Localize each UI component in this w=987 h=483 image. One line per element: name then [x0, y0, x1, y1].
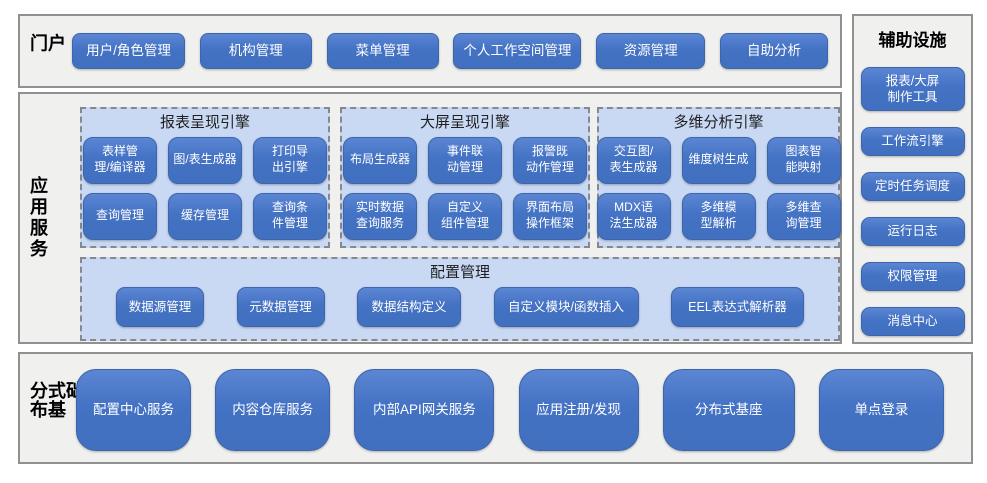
node-config-center-service[interactable]: 配置中心服务 [76, 369, 191, 451]
node-internal-api-gateway-service[interactable]: 内部API网关服务 [354, 369, 495, 451]
node-content-repository-service[interactable]: 内容仓库服务 [215, 369, 331, 451]
node-user-role-management[interactable]: 用户/角色管理 [72, 33, 185, 69]
node-custom-component-management[interactable]: 自定义组件管理 [428, 192, 502, 240]
node-multidim-query-management[interactable]: 多维查询管理 [766, 192, 841, 240]
node-run-log[interactable]: 运行日志 [860, 217, 965, 246]
node-cache-management[interactable]: 缓存管理 [168, 192, 242, 240]
node-alarm-action-management[interactable]: 报警既动作管理 [513, 136, 587, 184]
node-dimension-tree-generation[interactable]: 维度树生成 [681, 136, 756, 184]
config-row: 数据源管理 元数据管理 数据结构定义 自定义模块/函数插入 EEL表达式解析器 [116, 287, 804, 327]
node-personal-workspace-management[interactable]: 个人工作空间管理 [453, 33, 582, 69]
node-chart-smart-mapping[interactable]: 图表智能映射 [766, 136, 841, 184]
node-query-management[interactable]: 查询管理 [83, 192, 157, 240]
portal-row: 用户/角色管理 机构管理 菜单管理 个人工作空间管理 资源管理 自助分析 [72, 33, 828, 69]
node-workflow-engine[interactable]: 工作流引擎 [860, 127, 965, 156]
node-resource-management[interactable]: 资源管理 [596, 33, 706, 69]
app-services-section: 应用服务 报表呈现引擎 表样管理/编译器 图/表生成器 打印导出引擎 查询管理 … [18, 92, 842, 344]
node-scheduled-task-scheduling[interactable]: 定时任务调度 [860, 172, 965, 201]
node-eel-expression-parser[interactable]: EEL表达式解析器 [671, 287, 804, 327]
multidim-engine-grid: 交互图/表生成器 维度树生成 图表智能映射 MDX语法生成器 多维模型解析 多维… [596, 136, 841, 240]
dashboard-engine-grid: 布局生成器 事件联动管理 报警既动作管理 实时数据查询服务 自定义组件管理 界面… [342, 136, 588, 240]
node-permission-management[interactable]: 权限管理 [860, 262, 965, 291]
multidim-analysis-engine-panel: 多维分析引擎 交互图/表生成器 维度树生成 图表智能映射 MDX语法生成器 多维… [596, 107, 841, 248]
node-chart-table-generator[interactable]: 图/表生成器 [168, 136, 242, 184]
node-report-dashboard-authoring-tool[interactable]: 报表/大屏制作工具 [860, 67, 965, 111]
auxiliary-facilities-title: 辅助设施 [878, 31, 947, 50]
dashboard-rendering-engine-title: 大屏呈现引擎 [419, 114, 510, 131]
node-layout-generator[interactable]: 布局生成器 [343, 136, 417, 184]
node-interactive-chart-generator[interactable]: 交互图/表生成器 [596, 136, 671, 184]
auxiliary-facilities-section: 辅助设施 报表/大屏制作工具 工作流引擎 定时任务调度 运行日志 权限管理 消息… [852, 14, 973, 344]
node-multidim-model-parsing[interactable]: 多维模型解析 [681, 192, 756, 240]
node-metadata-management[interactable]: 元数据管理 [236, 287, 325, 327]
node-distributed-base[interactable]: 分布式基座 [662, 369, 795, 451]
app-services-section-label: 应用服务 [28, 176, 48, 260]
node-print-export-engine[interactable]: 打印导出引擎 [253, 136, 327, 184]
distributed-foundation-label: 分布式基础 [28, 381, 84, 419]
node-mdx-syntax-generator[interactable]: MDX语法生成器 [596, 192, 671, 240]
node-org-management[interactable]: 机构管理 [199, 33, 312, 69]
node-app-register-discovery[interactable]: 应用注册/发现 [518, 369, 639, 451]
report-rendering-engine-title: 报表呈现引擎 [159, 114, 250, 131]
node-single-sign-on[interactable]: 单点登录 [818, 369, 944, 451]
config-management-panel: 配置管理 数据源管理 元数据管理 数据结构定义 自定义模块/函数插入 EEL表达… [80, 257, 840, 341]
node-message-center[interactable]: 消息中心 [860, 307, 965, 336]
distributed-foundation-section: 分布式基础 配置中心服务 内容仓库服务 内部API网关服务 应用注册/发现 分布… [18, 352, 973, 464]
node-template-management-compiler[interactable]: 表样管理/编译器 [83, 136, 157, 184]
node-custom-module-function-insert[interactable]: 自定义模块/函数插入 [493, 287, 639, 327]
auxiliary-column: 报表/大屏制作工具 工作流引擎 定时任务调度 运行日志 权限管理 消息中心 [854, 67, 971, 336]
multidim-analysis-engine-title: 多维分析引擎 [673, 114, 764, 131]
node-data-structure-definition[interactable]: 数据结构定义 [357, 287, 461, 327]
node-self-service-analysis[interactable]: 自助分析 [719, 33, 828, 69]
node-query-condition-management[interactable]: 查询条件管理 [253, 192, 327, 240]
distributed-row: 配置中心服务 内容仓库服务 内部API网关服务 应用注册/发现 分布式基座 单点… [76, 369, 944, 451]
node-menu-management[interactable]: 菜单管理 [326, 33, 439, 69]
report-engine-grid: 表样管理/编译器 图/表生成器 打印导出引擎 查询管理 缓存管理 查询条件管理 [82, 136, 328, 240]
portal-section: 门户 用户/角色管理 机构管理 菜单管理 个人工作空间管理 资源管理 自助分析 [18, 14, 842, 88]
node-realtime-data-query-service[interactable]: 实时数据查询服务 [343, 192, 417, 240]
node-ui-layout-operation-framework[interactable]: 界面布局操作框架 [513, 192, 587, 240]
node-event-linkage-management[interactable]: 事件联动管理 [428, 136, 502, 184]
report-rendering-engine-panel: 报表呈现引擎 表样管理/编译器 图/表生成器 打印导出引擎 查询管理 缓存管理 … [80, 107, 330, 248]
portal-section-label: 门户 [28, 33, 66, 55]
dashboard-rendering-engine-panel: 大屏呈现引擎 布局生成器 事件联动管理 报警既动作管理 实时数据查询服务 自定义… [340, 107, 590, 248]
node-datasource-management[interactable]: 数据源管理 [116, 287, 204, 327]
config-management-title: 配置管理 [429, 264, 490, 281]
